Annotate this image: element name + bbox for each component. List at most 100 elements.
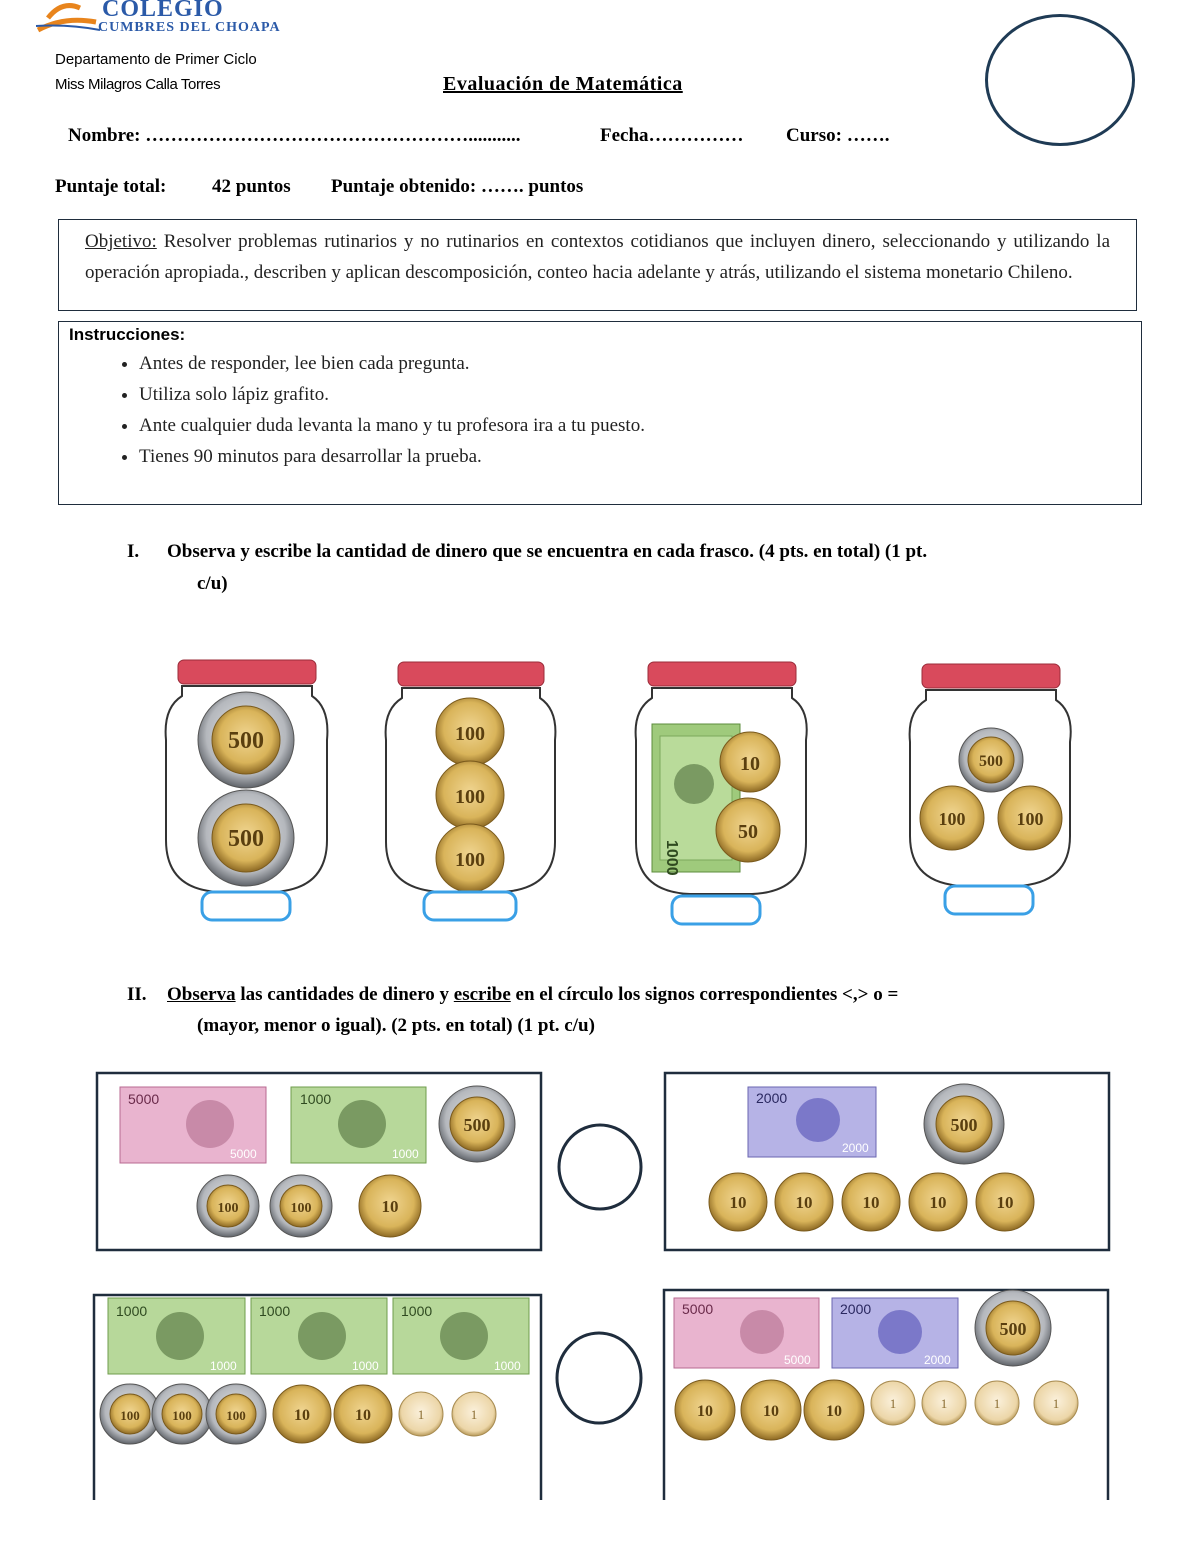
coin-value: 100 (120, 1408, 140, 1423)
objective-body: Resolver problemas rutinarios y no rutin… (85, 231, 1110, 283)
comparison-illustration: 5000 5000 1000 1000 500 100 100 10 2000 … (92, 1071, 1111, 1500)
coin-value: 10 (740, 753, 760, 775)
coin-10: 10 (719, 731, 781, 793)
coin-value: 10 (826, 1403, 842, 1420)
banknote-2000: 2000 2000 (747, 1086, 877, 1158)
school-name-line1: COLEGIO (102, 0, 224, 22)
coin-100: 100 (269, 1174, 333, 1238)
coin-value: 100 (226, 1408, 246, 1423)
jar-3: 1000 10 50 (634, 661, 808, 926)
page-title: Evaluación de Matemática (443, 73, 683, 95)
coin-value: 500 (228, 728, 264, 754)
answer-box-3[interactable] (670, 894, 762, 926)
coin-value: 100 (939, 809, 966, 829)
coin-10: 10 (803, 1379, 865, 1441)
coin-100: 100 (435, 760, 505, 830)
jar-4: 500 100 100 (908, 663, 1072, 916)
coin-1: 1 (398, 1391, 444, 1437)
note-value: 1000 (352, 1359, 379, 1373)
note-value: 1000 (300, 1091, 331, 1107)
note-value: 1000 (401, 1303, 432, 1319)
coin-value: 1 (994, 1396, 1001, 1411)
coin-value: 100 (455, 786, 485, 808)
coin-value: 10 (997, 1193, 1014, 1212)
note-value: 2000 (924, 1353, 951, 1367)
instruction-item: Tienes 90 minutos para desarrollar la pr… (139, 441, 645, 472)
instruction-item: Antes de responder, lee bien cada pregun… (139, 348, 645, 379)
coin-value: 10 (796, 1193, 813, 1212)
coin-500: 500 (974, 1289, 1052, 1367)
coin-1: 1 (870, 1380, 916, 1426)
coin-value: 50 (738, 821, 758, 843)
coin-value: 10 (730, 1193, 747, 1212)
comparison-circle-1[interactable] (557, 1123, 643, 1211)
note-value: 1000 (494, 1359, 521, 1373)
coin-10: 10 (358, 1174, 422, 1238)
comparison-circle-2[interactable] (555, 1331, 643, 1425)
section2-text-b: en el círculo los signos correspondiente… (510, 984, 899, 1005)
coin-value: 500 (951, 1115, 978, 1135)
teacher-label: Miss Milagros Calla Torres (55, 76, 221, 93)
coin-value: 10 (355, 1407, 371, 1424)
banknote-1000: 1000 1000 (107, 1297, 246, 1375)
section2-text-a: las cantidades de dinero y (235, 984, 454, 1005)
coin-100: 100 (435, 823, 505, 893)
coin-100: 100 (99, 1383, 161, 1445)
coin-500: 500 (197, 789, 295, 887)
section1-number: I. (127, 541, 140, 562)
coin-value: 10 (294, 1407, 310, 1424)
note-value: 5000 (682, 1301, 713, 1317)
coin-value: 500 (979, 753, 1003, 770)
coin-50: 50 (715, 797, 781, 863)
instruction-item: Ante cualquier duda levanta la mano y tu… (139, 410, 645, 441)
coin-500: 500 (923, 1083, 1005, 1165)
answer-box-4[interactable] (943, 884, 1035, 916)
banknote-1000: 1000 1000 (250, 1297, 388, 1375)
banknote-1000: 1000 1000 (290, 1086, 427, 1164)
instructions-box: Instrucciones: Antes de responder, lee b… (58, 321, 1142, 505)
department-label: Departamento de Primer Ciclo (55, 51, 257, 68)
jar-2: 100 100 100 (384, 661, 557, 922)
note-value: 2000 (842, 1141, 869, 1155)
logo-mark-icon (35, 3, 101, 33)
puntaje-obtenido-field[interactable]: Puntaje obtenido: ……. puntos (331, 176, 584, 197)
answer-box-2[interactable] (422, 890, 518, 922)
coin-500: 500 (958, 727, 1024, 793)
coin-value: 100 (455, 849, 485, 871)
coin-10: 10 (774, 1172, 834, 1232)
coin-value: 10 (763, 1403, 779, 1420)
nombre-field[interactable]: Nombre: ……………………………………………........... (68, 125, 521, 146)
coin-10: 10 (908, 1172, 968, 1232)
coin-10: 10 (975, 1172, 1035, 1232)
note-value: 5000 (784, 1353, 811, 1367)
note-value: 2000 (840, 1301, 871, 1317)
coin-value: 1 (1053, 1396, 1060, 1411)
note-value: 2000 (756, 1090, 787, 1106)
note-value: 1000 (392, 1147, 419, 1161)
coin-value: 100 (218, 1201, 239, 1216)
note-value: 5000 (230, 1147, 257, 1161)
coin-10: 10 (740, 1379, 802, 1441)
section1-question-line1: Observa y escribe la cantidad de dinero … (167, 541, 928, 562)
coin-100: 100 (435, 697, 505, 767)
coin-value: 1 (471, 1407, 478, 1422)
fecha-field[interactable]: Fecha…………… (600, 125, 744, 146)
coin-100: 100 (151, 1383, 213, 1445)
section2-question-line1: Observa las cantidades de dinero y escri… (167, 984, 898, 1006)
school-logo: COLEGIO CUMBRES DEL CHOAPA (34, 0, 324, 42)
coin-value: 100 (1017, 809, 1044, 829)
coin-value: 100 (172, 1408, 192, 1423)
instructions-list: Antes de responder, lee bien cada pregun… (99, 348, 645, 472)
answer-box-1[interactable] (200, 890, 292, 922)
banknote-5000: 5000 5000 (673, 1297, 820, 1369)
coin-10: 10 (272, 1384, 332, 1444)
coin-value: 10 (697, 1403, 713, 1420)
objective-label: Objetivo: (85, 231, 157, 252)
puntaje-total-label: Puntaje total: (55, 176, 167, 197)
banknote-2000: 2000 2000 (831, 1297, 959, 1369)
coin-500: 500 (438, 1085, 516, 1163)
score-circle (985, 14, 1135, 146)
section2-question-line2: (mayor, menor o igual). (2 pts. en total… (197, 1015, 595, 1036)
curso-field[interactable]: Curso: ……. (786, 125, 890, 146)
coin-100: 100 (997, 785, 1063, 851)
